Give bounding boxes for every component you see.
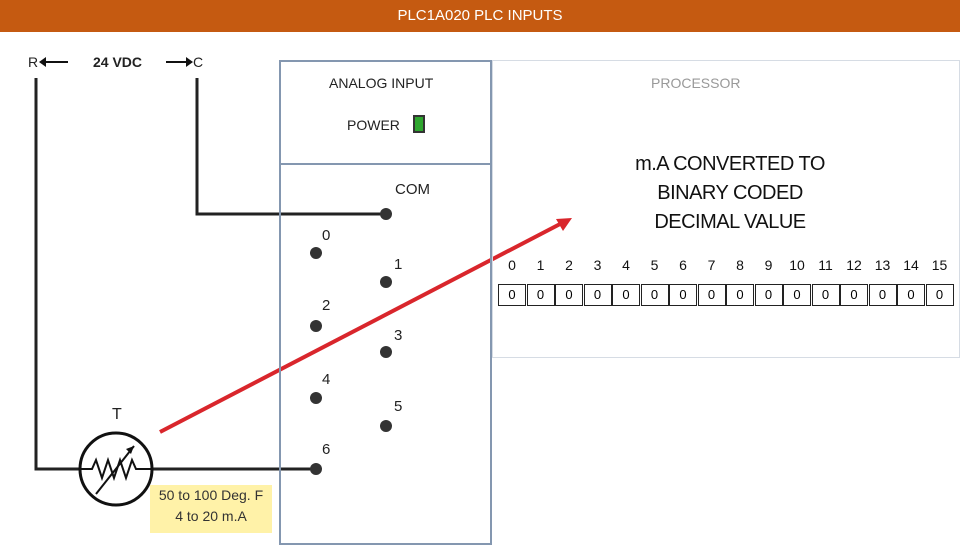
terminal-label-6: 6: [322, 441, 331, 458]
bit-index: 6: [679, 257, 687, 273]
bit-index: 9: [764, 257, 773, 273]
power-label: POWER: [347, 117, 400, 133]
bit-value: 0: [811, 284, 840, 306]
bit-column: 14 0: [897, 257, 925, 306]
title-bar: PLC1A020 PLC INPUTS: [0, 0, 960, 32]
bit-value: 0: [498, 284, 526, 306]
r-label: R: [28, 54, 39, 70]
bit-value: 0: [697, 284, 726, 306]
analog-input-label: ANALOG INPUT: [329, 75, 434, 91]
power-led-indicator: [413, 115, 425, 133]
bit-index: 13: [874, 257, 891, 273]
terminal-com: [380, 208, 392, 220]
bit-value: 0: [669, 284, 697, 306]
bit-value: 0: [526, 284, 555, 306]
com-label: COM: [395, 181, 430, 198]
range-temperature: 50 to 100 Deg. F: [158, 487, 264, 503]
terminal-6: [310, 463, 322, 475]
c-wire: [195, 78, 386, 216]
bit-value: 0: [783, 284, 811, 306]
bit-column: 15 0: [925, 257, 954, 306]
terminal-0: [310, 247, 322, 259]
c-arrow-head: [186, 57, 193, 67]
bcd-description: m.A CONVERTED TO BINARY CODED DECIMAL VA…: [610, 150, 850, 237]
terminal-label-2: 2: [322, 297, 331, 314]
bit-value: 0: [726, 284, 754, 306]
bit-index: 14: [903, 257, 919, 273]
terminal-label-1: 1: [394, 256, 403, 273]
range-current: 4 to 20 m.A: [175, 508, 247, 524]
bit-index: 2: [565, 257, 573, 273]
processor-label: PROCESSOR: [651, 75, 741, 91]
bit-index: 15: [931, 257, 948, 273]
bcd-line-2: BINARY CODED: [657, 182, 803, 204]
r-wire: [34, 78, 80, 471]
bit-index: 3: [593, 257, 602, 273]
terminal-module: [279, 165, 492, 545]
bit-column: 12 0: [840, 257, 868, 306]
terminal-label-0: 0: [322, 227, 331, 244]
terminal-label-5: 5: [394, 398, 403, 415]
bit-value: 0: [583, 284, 612, 306]
bit-column: 10 0: [783, 257, 811, 306]
c-label: C: [193, 54, 204, 70]
bit-column: 11 0: [811, 257, 840, 306]
bit-index: 1: [536, 257, 545, 273]
bit-index: 5: [650, 257, 659, 273]
bcd-line-3: DECIMAL VALUE: [654, 211, 806, 233]
bit-index: 10: [789, 257, 805, 273]
signal-arrow-head: [556, 218, 572, 231]
analog-input-panel: [279, 60, 492, 165]
bit-value: 0: [925, 284, 954, 306]
bit-index: 11: [818, 257, 833, 273]
bit-value: 0: [840, 284, 868, 306]
terminal-2: [310, 320, 322, 332]
bit-column: 13 0: [868, 257, 897, 306]
bit-value: 0: [640, 284, 669, 306]
terminal-label-3: 3: [394, 327, 403, 344]
bit-value: 0: [754, 284, 783, 306]
bit-index: 8: [736, 257, 744, 273]
terminal-label-4: 4: [322, 371, 331, 388]
terminal-1: [380, 276, 392, 288]
bit-index: 4: [622, 257, 630, 273]
bcd-line-1: m.A CONVERTED TO: [635, 153, 825, 175]
bit-value: 0: [868, 284, 897, 306]
sensor-range-note: 50 to 100 Deg. F 4 to 20 m.A: [150, 485, 272, 533]
terminal-4: [310, 392, 322, 404]
signal-arrow: [159, 221, 563, 434]
vdc-label: 24 VDC: [93, 54, 143, 70]
r-arrow-head: [39, 57, 46, 67]
bit-value: 0: [555, 284, 583, 306]
terminal-5: [380, 420, 392, 432]
sensor-label: T: [112, 406, 122, 423]
bit-value: 0: [612, 284, 640, 306]
terminal-3: [380, 346, 392, 358]
bit-index: 12: [846, 257, 862, 273]
bit-value: 0: [897, 284, 925, 306]
bit-index: 0: [508, 257, 516, 273]
bit-index: 7: [707, 257, 716, 273]
thermistor-icon: [78, 431, 154, 507]
